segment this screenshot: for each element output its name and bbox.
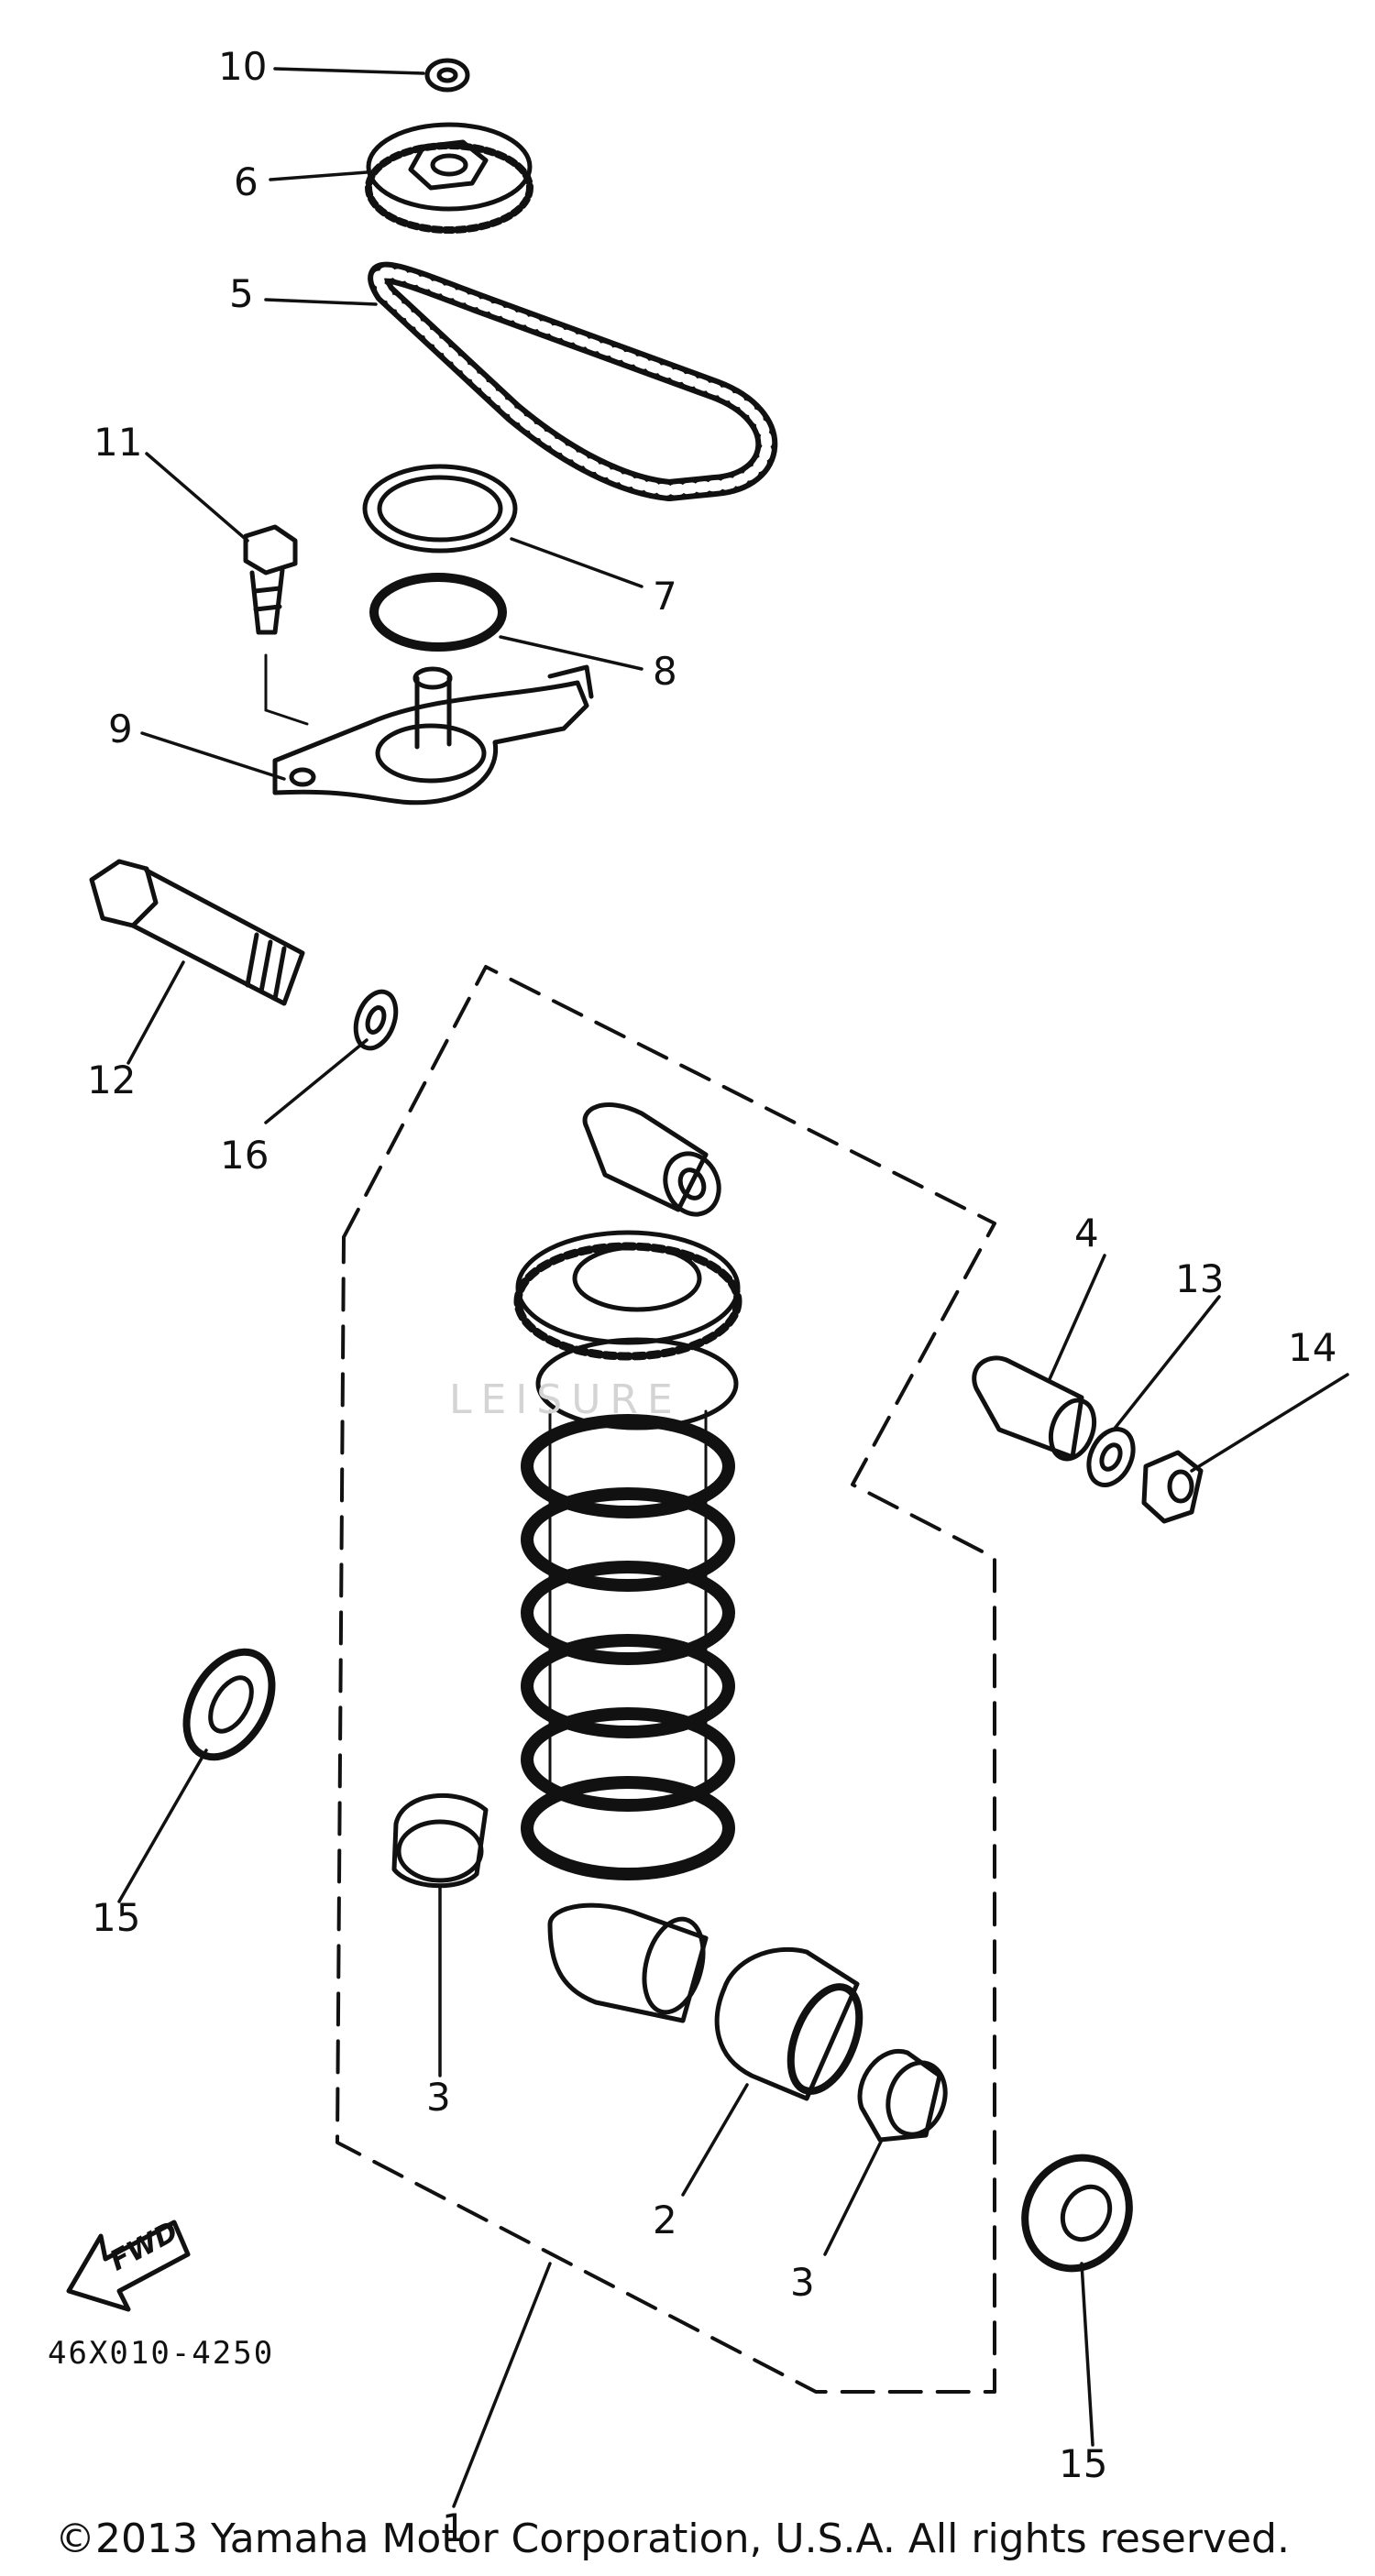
callout-3: 3	[426, 2075, 451, 2120]
part-8-o-ring	[369, 573, 507, 652]
part-12-pivot-bolt	[89, 859, 305, 1006]
callout-16: 16	[220, 1133, 270, 1178]
part-14-nut	[1141, 1450, 1204, 1524]
part-11-bolt	[243, 524, 309, 726]
callout-15b: 15	[1059, 2441, 1108, 2486]
watermark: LEISURE	[449, 1376, 682, 1423]
part-9-bracket	[272, 664, 594, 806]
fwd-arrow-icon	[66, 2220, 191, 2312]
callout-15: 15	[92, 1895, 141, 1940]
part-2-collar	[714, 1946, 864, 2101]
callout-7: 7	[653, 574, 677, 619]
callout-2: 2	[653, 2198, 677, 2242]
copyright-text: ©2013 Yamaha Motor Corporation, U.S.A. A…	[55, 2516, 1290, 2562]
part-13-washer	[1086, 1427, 1136, 1487]
part-6-sprocket	[365, 122, 534, 234]
assembly-outline	[336, 965, 996, 2394]
callout-14: 14	[1288, 1325, 1337, 1370]
callout-8: 8	[653, 649, 677, 694]
part-3-bushing-left	[391, 1792, 489, 1889]
callout-12: 12	[87, 1058, 137, 1102]
part-16-washer	[353, 989, 399, 1051]
callout-6: 6	[234, 159, 258, 204]
callout-1: 1	[442, 2505, 467, 2550]
part-5-belt	[368, 261, 778, 501]
part-4-collar	[972, 1355, 1097, 1462]
callout-4: 4	[1074, 1211, 1099, 1255]
callout-5: 5	[229, 271, 254, 316]
callout-3b: 3	[790, 2260, 815, 2305]
part-3-bushing-right	[857, 2048, 948, 2143]
part-10-nut	[424, 58, 470, 93]
part-15-seal-left	[182, 1648, 276, 1761]
callout-11: 11	[94, 420, 143, 465]
part-7-washer	[362, 464, 518, 554]
callout-13: 13	[1175, 1256, 1225, 1301]
diagram-part-number: 46X010-4250	[48, 2335, 275, 2372]
callout-10: 10	[218, 44, 268, 89]
callout-9: 9	[108, 707, 133, 751]
leader-lines	[117, 67, 1349, 2508]
part-1-shock-absorber	[513, 1102, 742, 2023]
part-15-seal-right	[1021, 2154, 1133, 2273]
